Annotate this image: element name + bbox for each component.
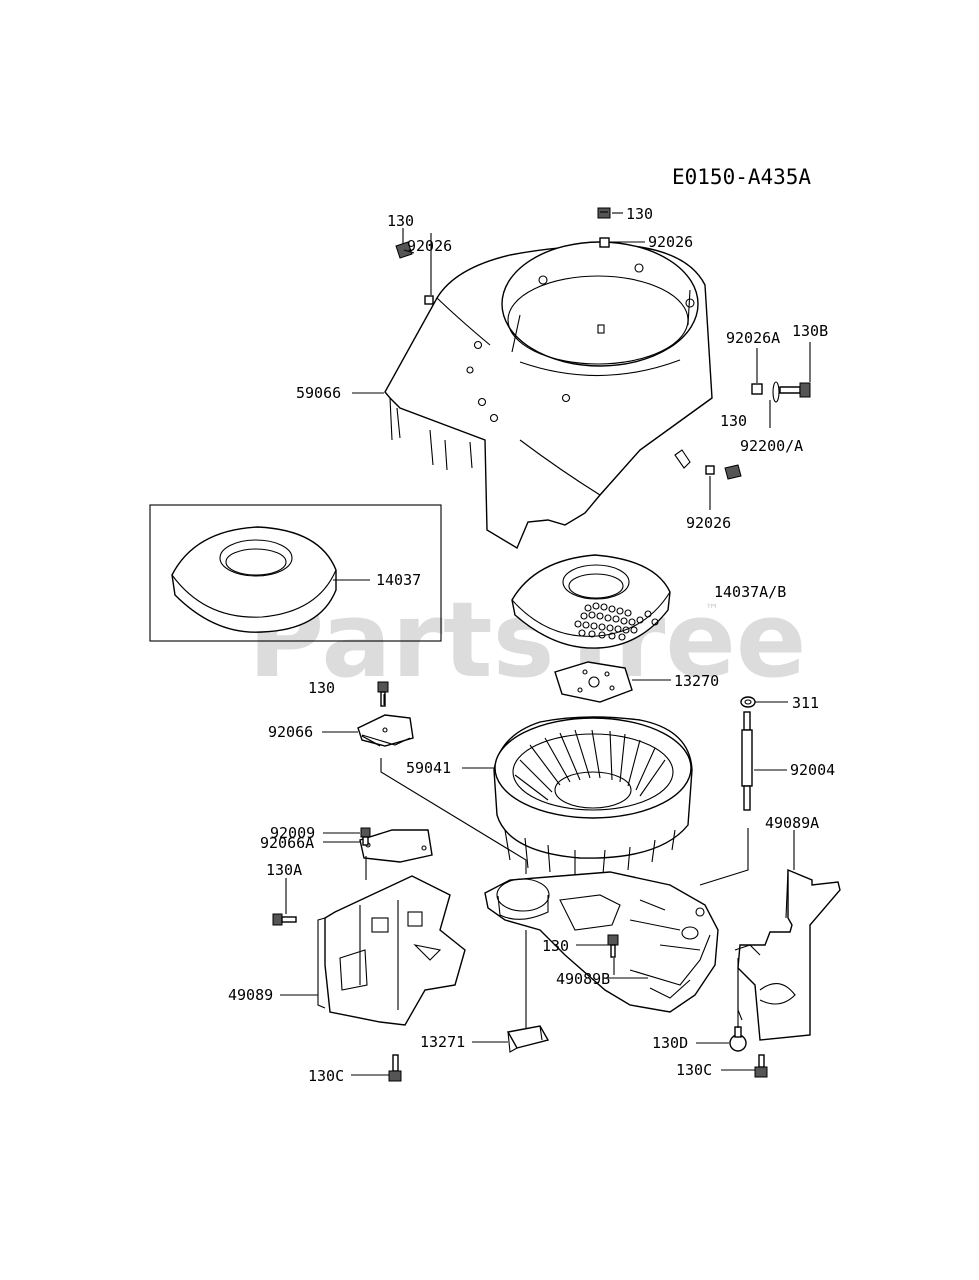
- baffle-49089[interactable]: [317, 875, 466, 1026]
- nut-311[interactable]: [740, 696, 756, 708]
- box-14037: [149, 504, 442, 642]
- plate-13270[interactable]: [554, 661, 633, 703]
- label-92026-right[interactable]: 92026: [686, 514, 731, 532]
- label-130C-left[interactable]: 130C: [308, 1067, 344, 1085]
- bolt-130C-right[interactable]: [754, 1054, 768, 1078]
- bolt-130D[interactable]: [729, 1026, 747, 1052]
- bolt-130-mid[interactable]: [377, 681, 389, 707]
- label-130-mid[interactable]: 130: [308, 679, 335, 697]
- shroud-14037AB[interactable]: [511, 554, 671, 649]
- label-130-top[interactable]: 130: [626, 205, 653, 223]
- label-59041[interactable]: 59041: [406, 759, 451, 777]
- label-49089A[interactable]: 49089A: [765, 814, 819, 832]
- leader-lines: [280, 212, 811, 1076]
- label-92026-left[interactable]: 92026: [407, 237, 452, 255]
- label-92066A[interactable]: 92066A: [260, 834, 314, 852]
- label-130B[interactable]: 130B: [792, 322, 828, 340]
- label-130D[interactable]: 130D: [652, 1034, 688, 1052]
- label-14037AB[interactable]: 14037A/B: [714, 583, 786, 601]
- label-49089B[interactable]: 49089B: [556, 970, 610, 988]
- bolt-130B[interactable]: [779, 382, 811, 398]
- label-130A[interactable]: 130A: [266, 861, 302, 879]
- bolt-130-low[interactable]: [607, 934, 619, 958]
- bracket-13271[interactable]: [506, 1025, 550, 1053]
- collar-92026-left[interactable]: [424, 295, 434, 305]
- stud-92004[interactable]: [741, 711, 753, 811]
- bolt-130-right[interactable]: [724, 464, 742, 480]
- label-92026A[interactable]: 92026A: [726, 329, 780, 347]
- label-92200A[interactable]: 92200/A: [740, 437, 803, 455]
- label-92004[interactable]: 92004: [790, 761, 835, 779]
- label-311[interactable]: 311: [792, 694, 819, 712]
- bolt-92009[interactable]: [360, 827, 371, 846]
- label-130-low[interactable]: 130: [542, 937, 569, 955]
- label-92066[interactable]: 92066: [268, 723, 313, 741]
- bolt-130A[interactable]: [272, 913, 297, 926]
- label-92026-top[interactable]: 92026: [648, 233, 693, 251]
- bolt-130-left[interactable]: [395, 241, 415, 259]
- label-130-left[interactable]: 130: [387, 212, 414, 230]
- shroud-14037[interactable]: [171, 526, 337, 633]
- label-130-right[interactable]: 130: [720, 412, 747, 430]
- label-130C-right[interactable]: 130C: [676, 1061, 712, 1079]
- diagram-code: E0150-A435A: [672, 165, 811, 189]
- blower-housing-59066[interactable]: [384, 241, 713, 550]
- fan-59041[interactable]: [493, 716, 693, 876]
- label-59066[interactable]: 59066: [296, 384, 341, 402]
- bolt-130-top[interactable]: [597, 207, 611, 219]
- label-13270[interactable]: 13270: [674, 672, 719, 690]
- label-13271[interactable]: 13271: [420, 1033, 465, 1051]
- bolt-130C-left[interactable]: [388, 1054, 402, 1082]
- balance-weights: [574, 602, 659, 641]
- label-92009[interactable]: 92009: [270, 824, 315, 842]
- label-14037[interactable]: 14037: [376, 571, 421, 589]
- cover-92066[interactable]: [357, 714, 414, 747]
- label-49089[interactable]: 49089: [228, 986, 273, 1004]
- collar-92026-right[interactable]: [705, 465, 715, 475]
- collar-92026-top[interactable]: [599, 237, 610, 248]
- plate-92066A[interactable]: [359, 829, 433, 863]
- washer-92200A[interactable]: [772, 381, 780, 403]
- baffle-49089A[interactable]: [734, 868, 841, 1041]
- watermark-trademark: ™: [705, 602, 719, 618]
- collar-92026A[interactable]: [751, 383, 763, 395]
- part-labels: 130 92026 130 92026 59066 92026A 130B 13…: [228, 205, 835, 1085]
- baffle-49089B[interactable]: [484, 871, 719, 1013]
